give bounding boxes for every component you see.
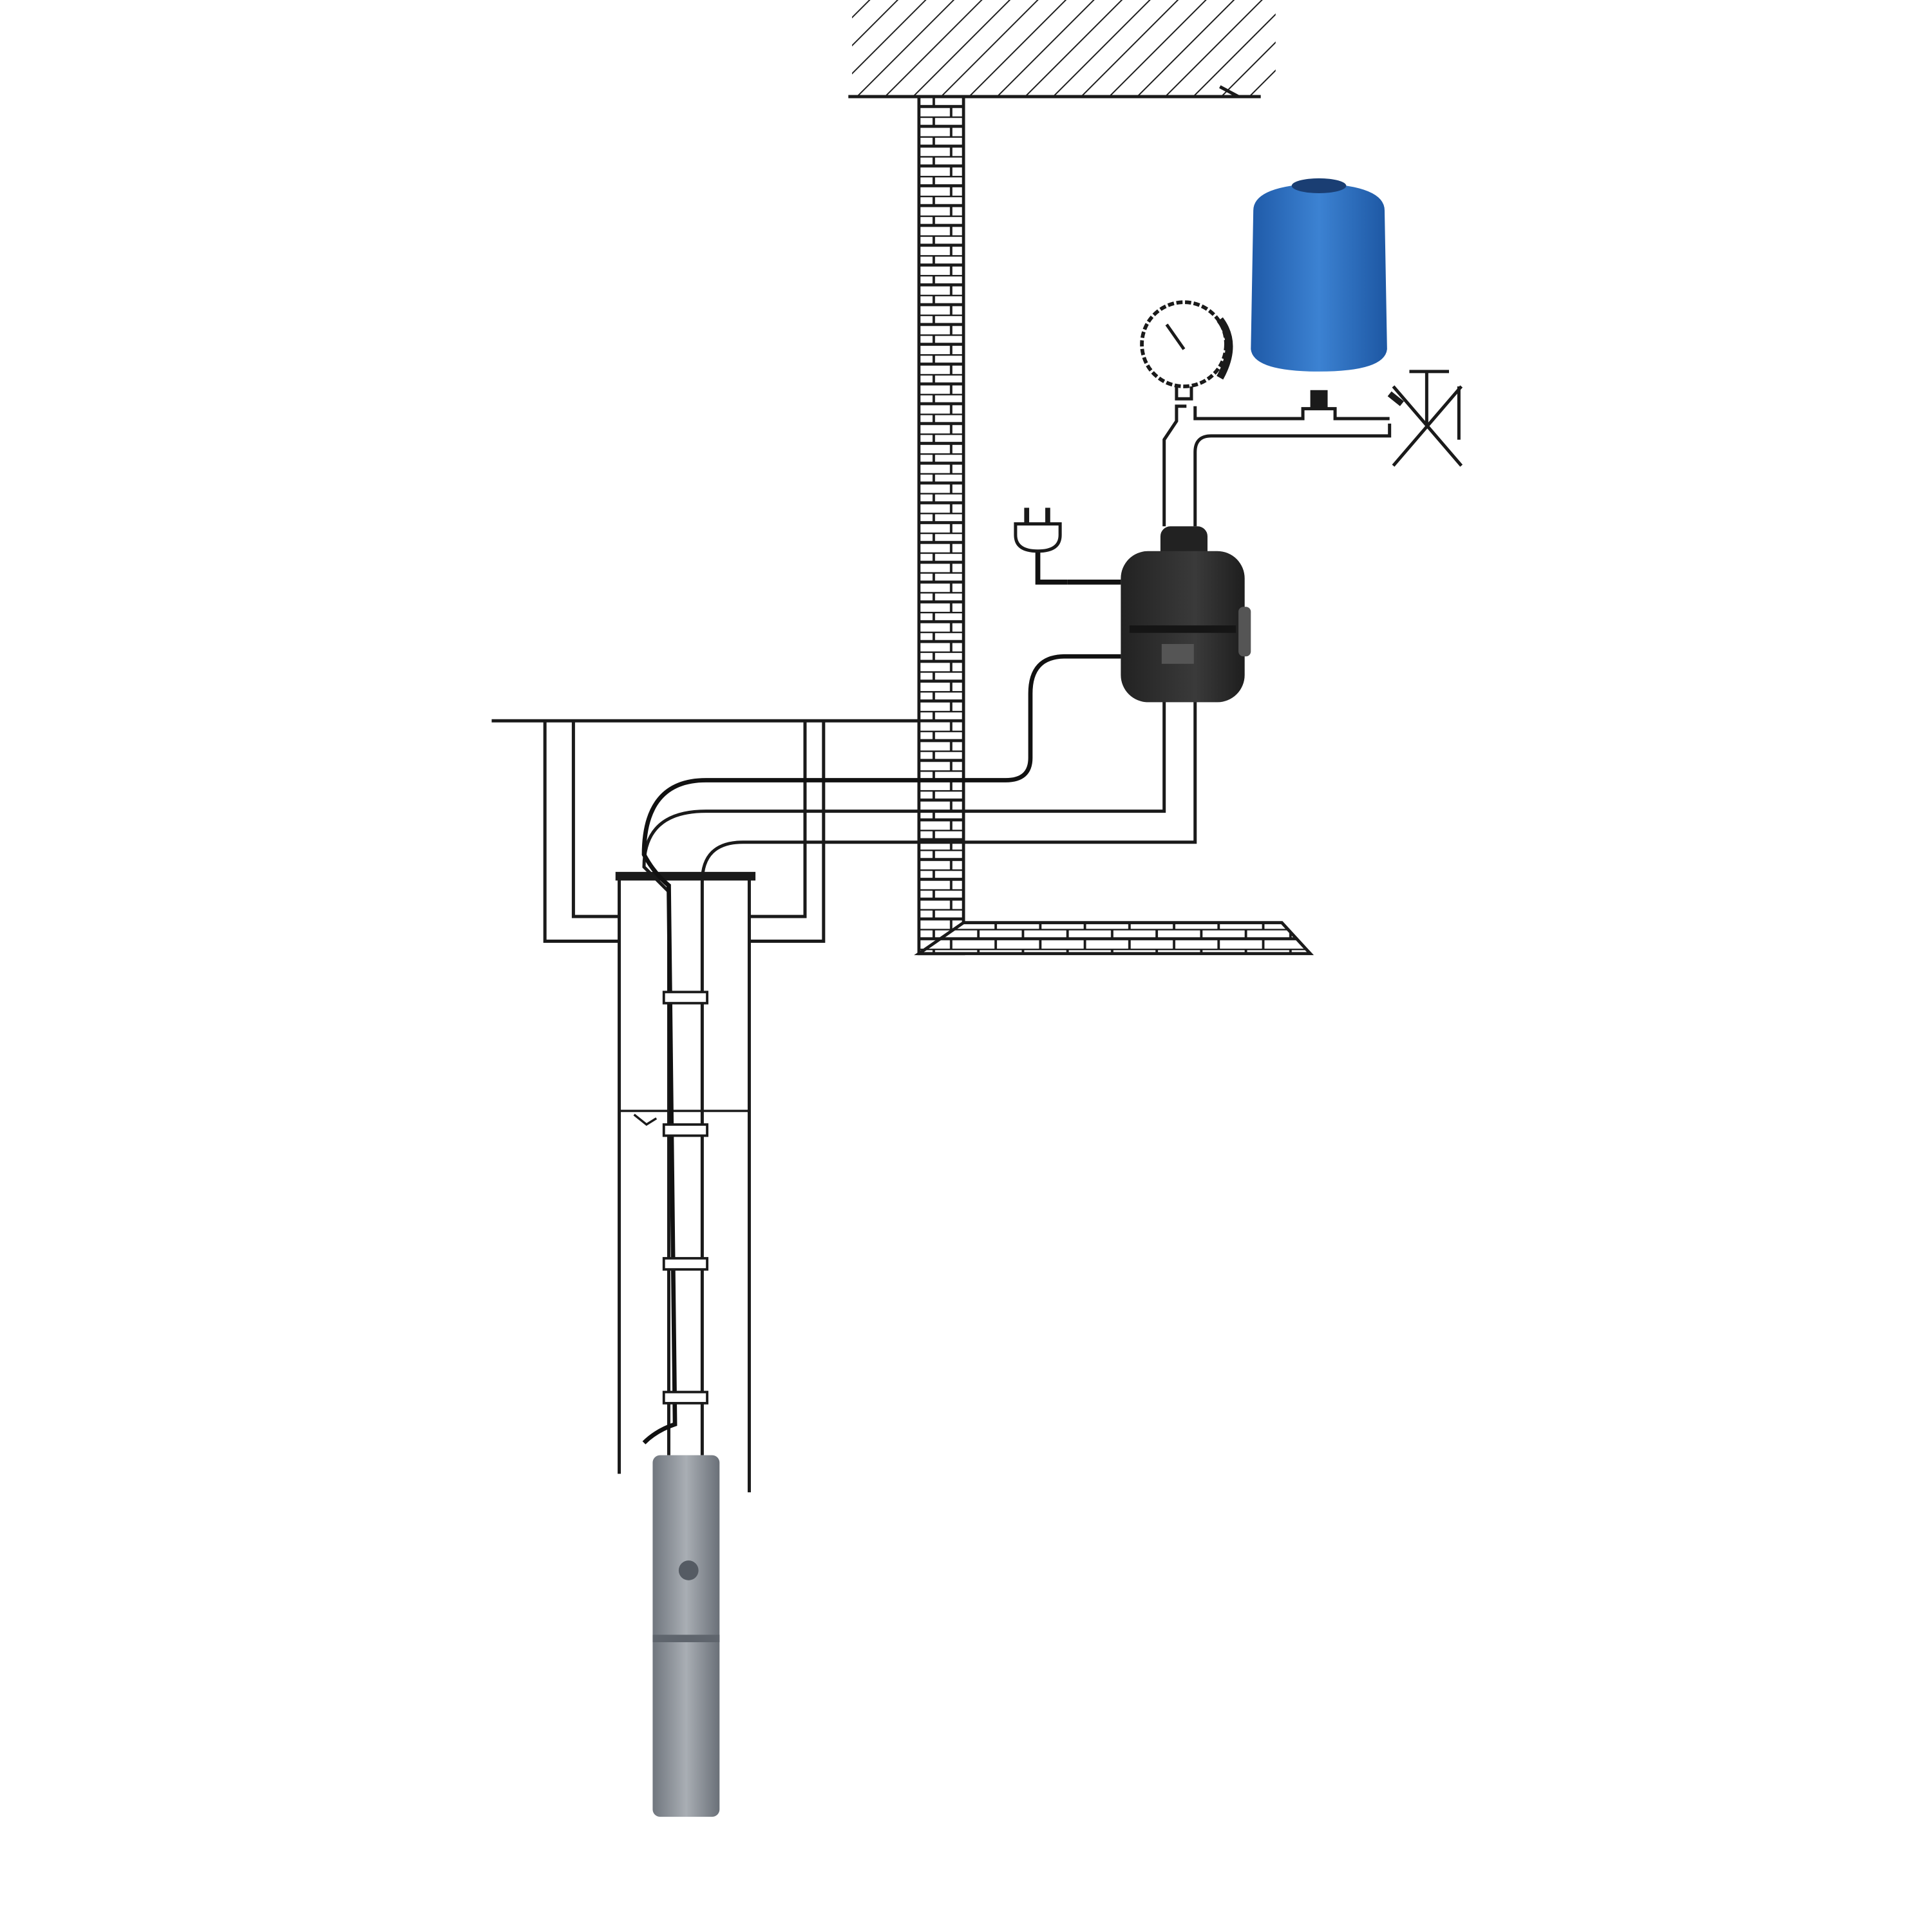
brick-floor	[914, 921, 1314, 956]
clamp	[662, 1390, 708, 1405]
brick-wall	[917, 95, 965, 956]
submersible-pump	[652, 1455, 720, 1817]
discharge-pipe	[642, 699, 1197, 1455]
supply-pipe	[1162, 390, 1392, 527]
well-pit	[543, 721, 826, 943]
clamp	[662, 990, 708, 1005]
clamp	[662, 1123, 708, 1137]
pressure-tank-icon	[1251, 178, 1387, 372]
cable-clamps	[662, 990, 708, 1405]
pressure-switch-controller	[1121, 526, 1251, 703]
ceiling	[848, 0, 1276, 99]
pump-cable	[641, 654, 1121, 1444]
valve-icon	[1387, 370, 1463, 467]
plug-icon	[1014, 507, 1121, 585]
gauge-icon	[1140, 300, 1233, 401]
clamp	[662, 1256, 708, 1271]
